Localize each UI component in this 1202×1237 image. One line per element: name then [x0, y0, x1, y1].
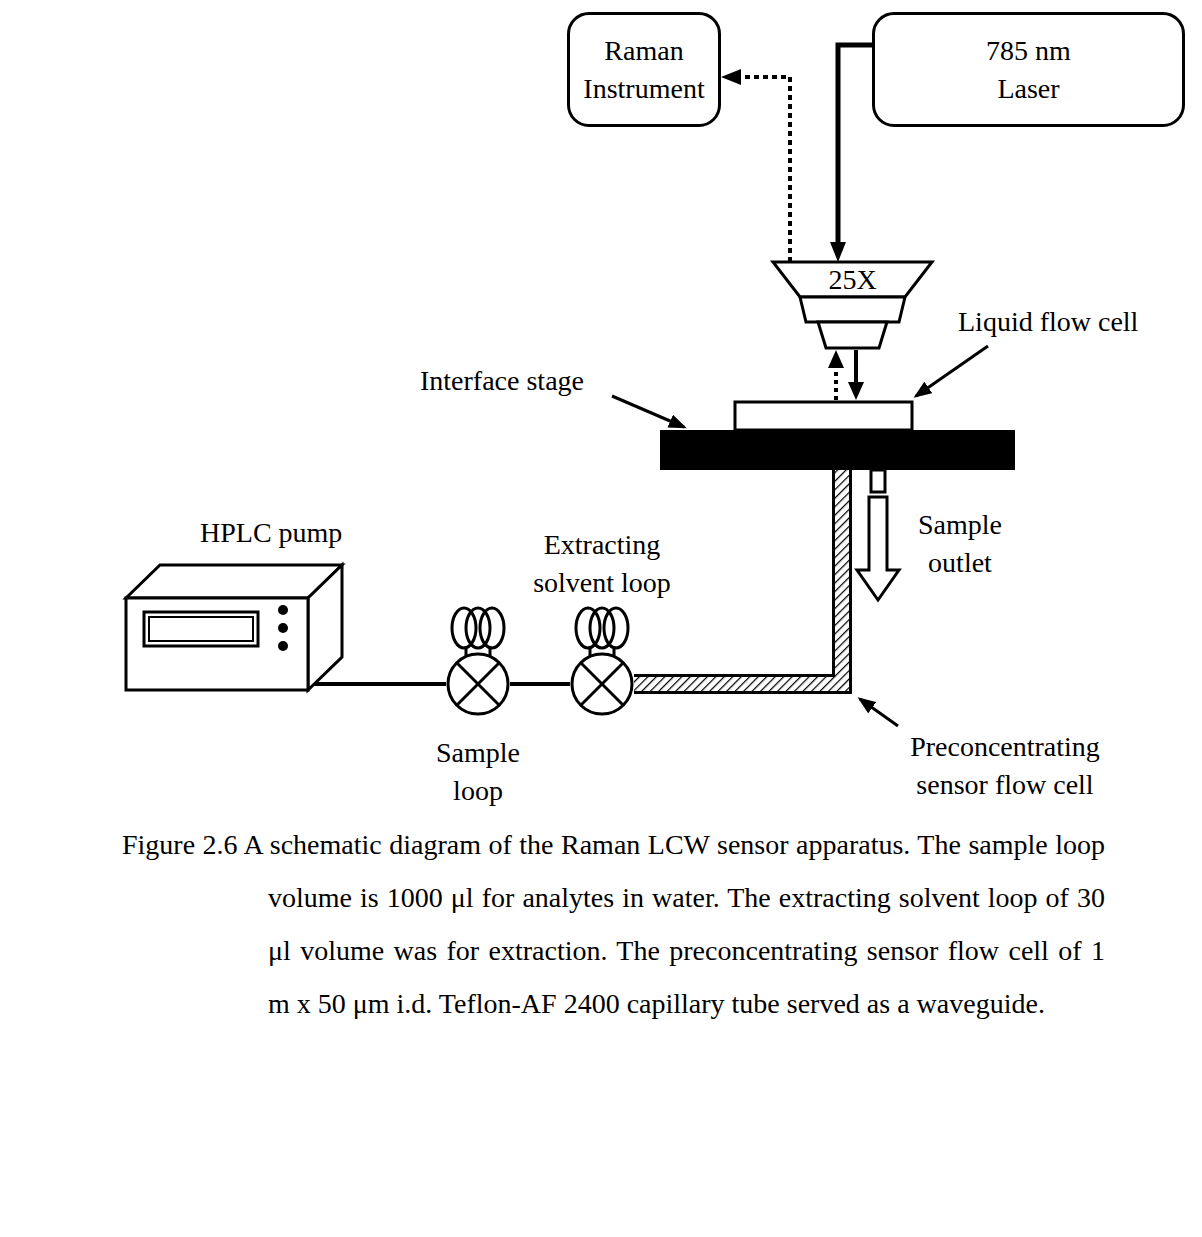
- pump-display-inner: [149, 617, 253, 641]
- connector-line: [308, 682, 446, 686]
- node-label: 25X: [773, 262, 932, 294]
- loop-coil: [466, 608, 490, 648]
- node-label: 785 nm Laser: [969, 32, 1089, 108]
- outlet-arrow: [857, 497, 899, 600]
- scatter-beam-head: [828, 350, 844, 368]
- node-label: HPLC pump: [200, 514, 342, 552]
- node-label: Raman Instrument: [579, 32, 709, 108]
- pump-side: [308, 565, 342, 690]
- part-label: Preconcentrating sensor flow cell: [893, 728, 1117, 804]
- pump-button: [278, 641, 288, 651]
- loop-coil: [452, 608, 476, 648]
- lens-part: [818, 322, 887, 348]
- part-label: Interface stage: [420, 362, 584, 400]
- connector-line: [739, 77, 790, 262]
- lens-part: [773, 262, 932, 297]
- laser-box: 785 nm Laser: [872, 12, 1185, 127]
- leader-arrow: [916, 346, 988, 396]
- extracting-loop-valve: Extracting solvent loop: [570, 652, 634, 716]
- connector-line: [838, 45, 872, 244]
- sample-loop-valve-outline: [446, 652, 510, 716]
- valve-cross: [581, 663, 623, 705]
- laser-beam: [854, 350, 858, 384]
- leader-arrow: [860, 699, 898, 726]
- loop-coil: [590, 608, 614, 648]
- valve-cross: [581, 663, 623, 705]
- pump-display: [144, 612, 258, 646]
- part-label: Sample outlet: [905, 506, 1015, 582]
- pump-front: [126, 598, 308, 690]
- valve-body: [448, 654, 508, 714]
- hplc-pump-outline: [126, 598, 308, 690]
- lens-part: [800, 297, 905, 322]
- objective-lens: 25X: [773, 262, 932, 348]
- loop-coil: [576, 608, 600, 648]
- valve-cross: [457, 663, 499, 705]
- hplc-pump: HPLC pump: [126, 598, 308, 690]
- instrument-box: Raman Instrument: [567, 12, 721, 127]
- extracting-loop-valve-outline: [570, 652, 634, 716]
- liquid-flow-cell: [735, 402, 912, 430]
- pump-button: [278, 623, 288, 633]
- node-label: Sample loop: [428, 734, 528, 810]
- node-label: Extracting solvent loop: [522, 526, 682, 602]
- leader-arrow: [612, 396, 684, 427]
- laser-beam-head: [848, 382, 864, 400]
- pump-button: [278, 605, 288, 615]
- loop-coil: [604, 608, 628, 648]
- pump-top: [126, 565, 342, 598]
- valve-cross: [457, 663, 499, 705]
- outlet-tube: [871, 470, 885, 492]
- connector-line: [510, 682, 570, 686]
- part-label: Liquid flow cell: [958, 303, 1138, 341]
- sample-loop-valve: Sample loop: [446, 652, 510, 716]
- interface-stage: [660, 430, 1015, 470]
- loop-coil: [480, 608, 504, 648]
- scatter-beam: [834, 366, 838, 400]
- valve-body: [572, 654, 632, 714]
- figure-caption: Figure 2.6 A schematic diagram of the Ra…: [122, 818, 1105, 1030]
